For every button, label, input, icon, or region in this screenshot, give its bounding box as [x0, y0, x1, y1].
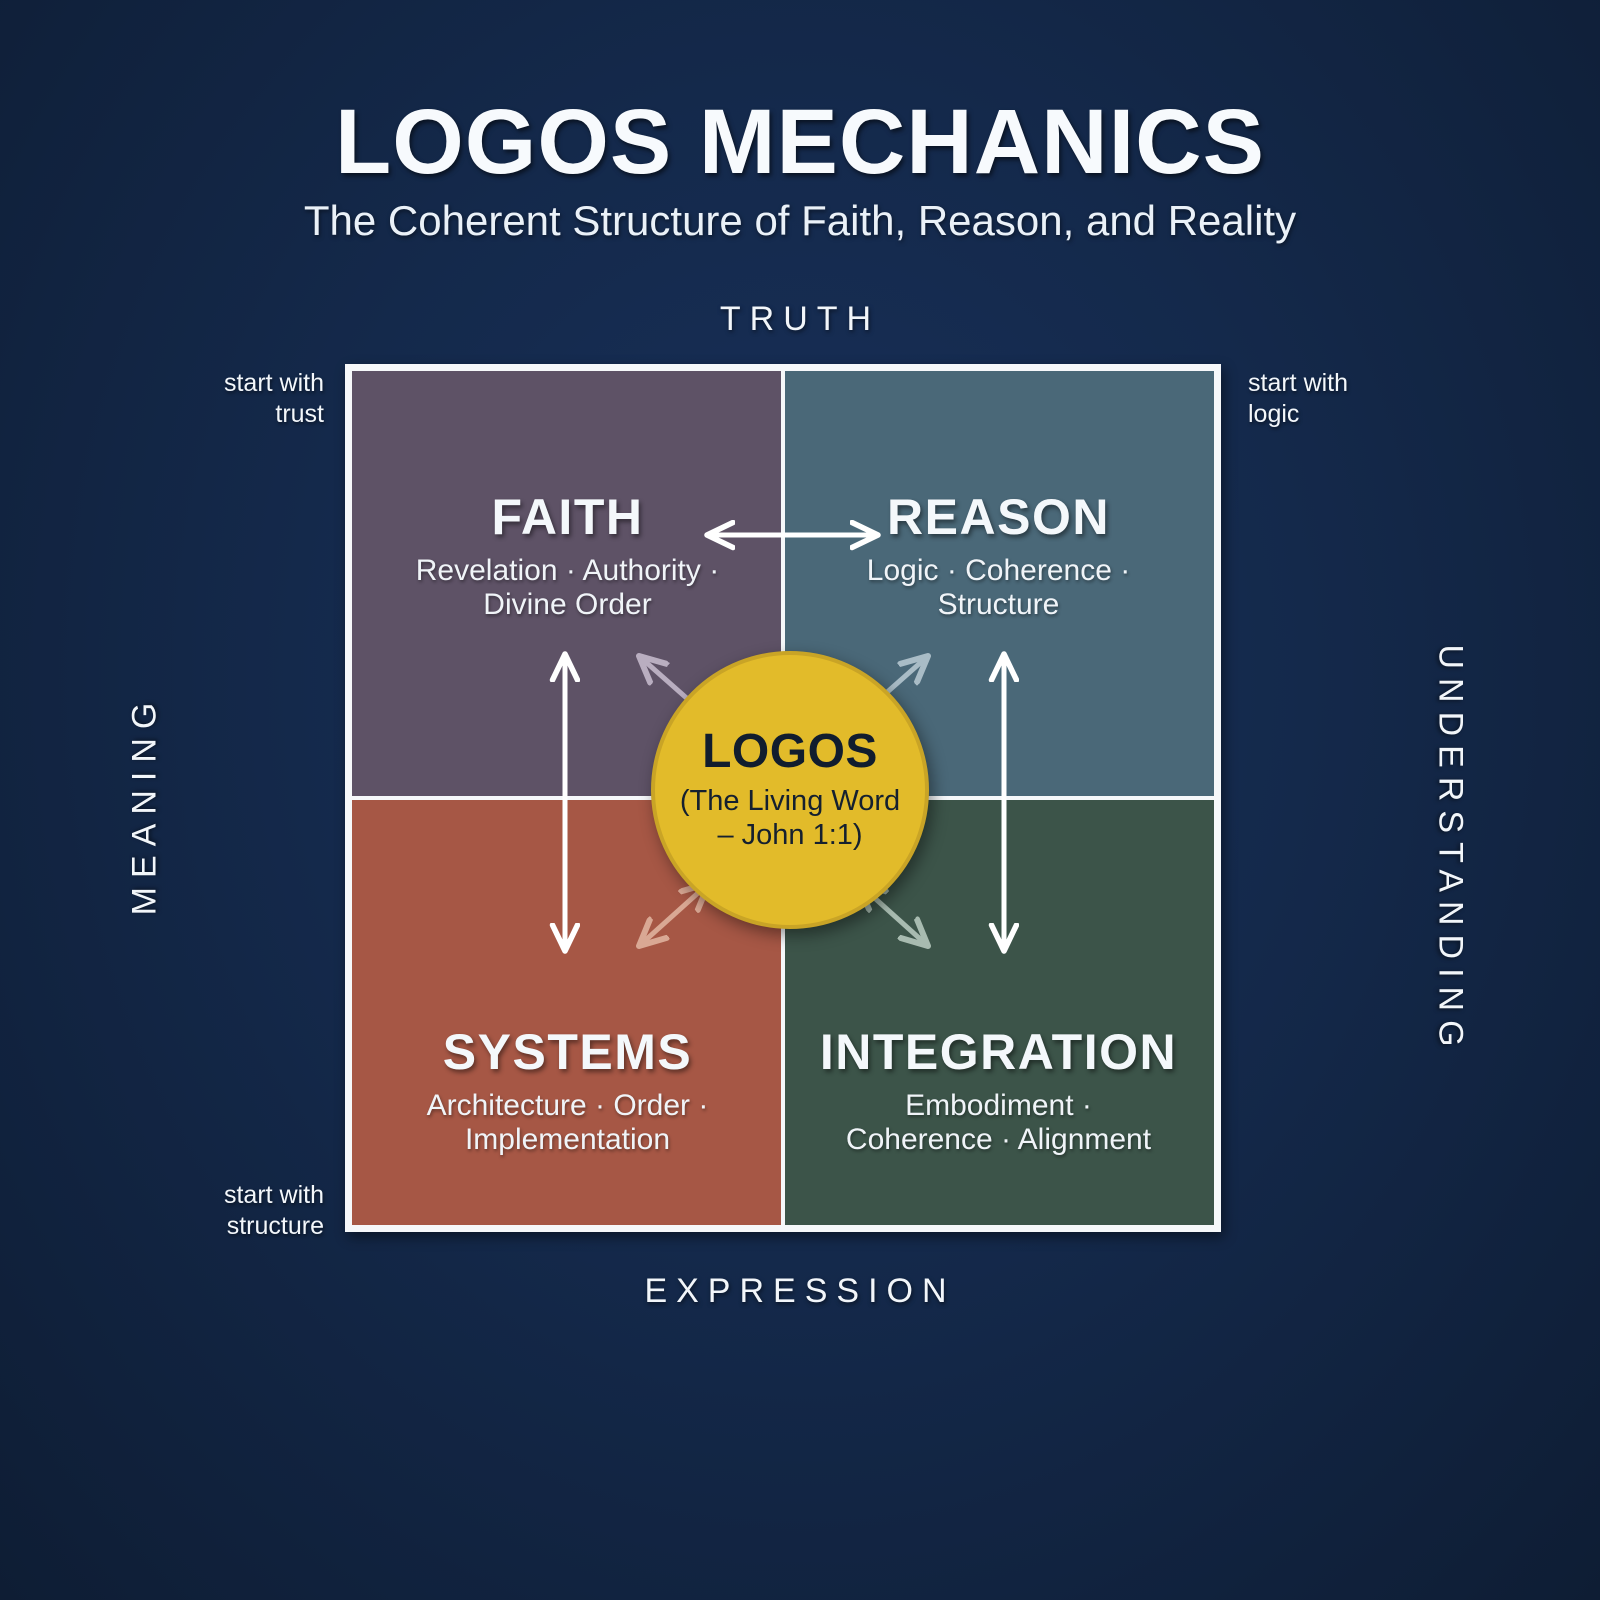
logos-center-node[interactable]: LOGOS (The Living Word – John 1:1): [651, 651, 929, 929]
quadrant-integration-title: INTEGRATION: [819, 1024, 1178, 1080]
quadrant-reason-subtitle: Logic · Coherence · Structure: [866, 553, 1131, 622]
axis-label-right: UNDERSTANDING: [1431, 644, 1470, 1056]
quadrant-faith-subtitle: Revelation · Authority · Divine Order: [415, 553, 720, 622]
quadrant-reason[interactable]: REASON Logic · Coherence · Structure: [783, 371, 1214, 798]
quadrant-reason-title: REASON: [887, 489, 1110, 545]
axis-label-bottom: EXPRESSION: [644, 1272, 956, 1310]
page-title: LOGOS MECHANICS: [335, 91, 1265, 193]
quadrant-integration-subtitle: Embodiment · Coherence · Alignment: [845, 1088, 1152, 1157]
logos-center-sublabel: (The Living Word – John 1:1): [679, 784, 901, 851]
quadrant-systems-subtitle: Architecture · Order · Implementation: [426, 1088, 709, 1157]
axis-label-left: MEANING: [125, 693, 164, 916]
quadrant-faith-title: FAITH: [491, 489, 644, 545]
axis-label-top: TRUTH: [719, 300, 881, 338]
page-subtitle: The Coherent Structure of Faith, Reason,…: [303, 197, 1297, 244]
logos-center-label: LOGOS: [702, 724, 878, 778]
quadrant-systems-title: SYSTEMS: [442, 1024, 693, 1080]
